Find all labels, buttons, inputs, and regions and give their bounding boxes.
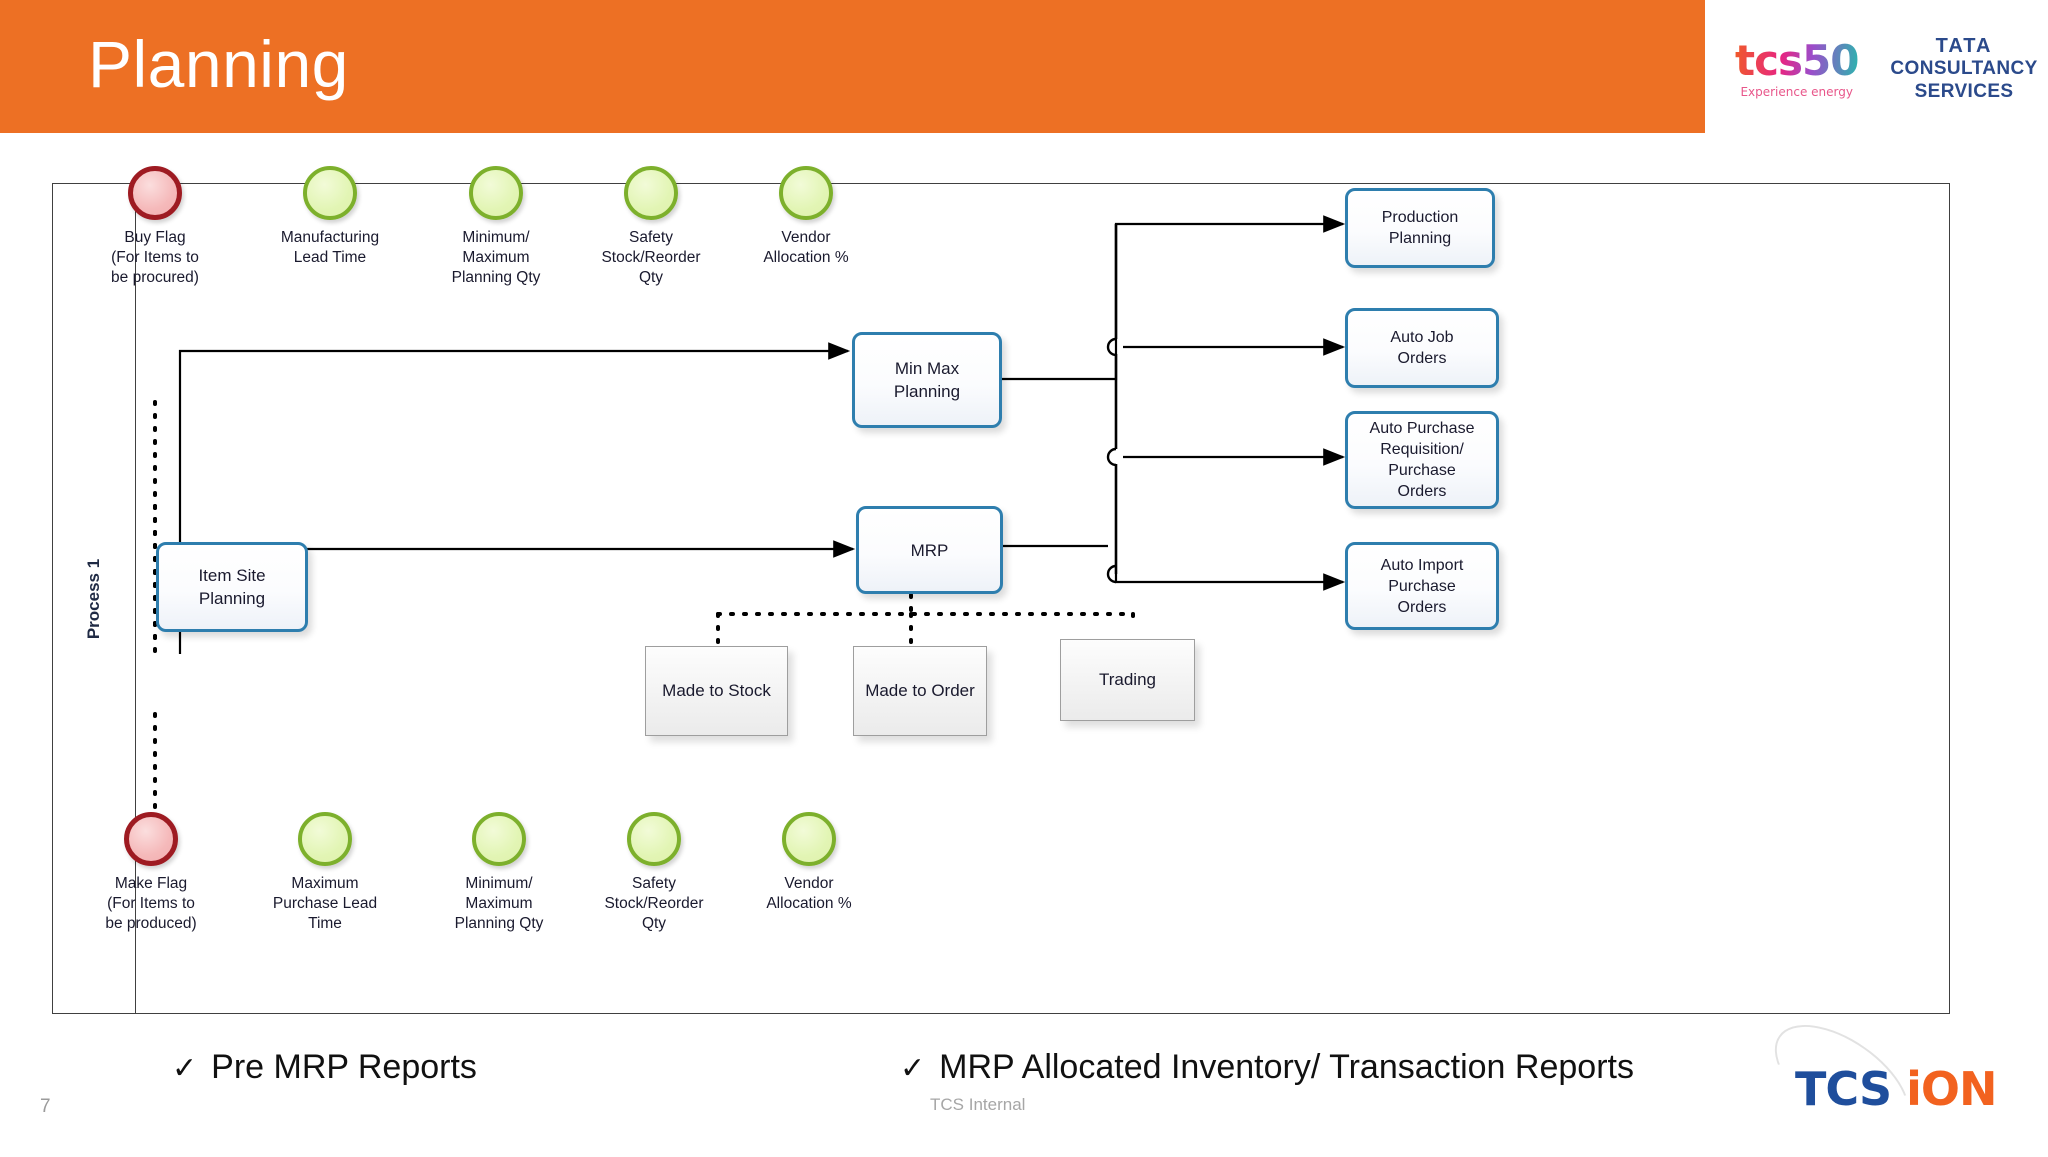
attribute-label: Safety Stock/Reorder Qty [601, 229, 701, 286]
footer-bullet-mrp-allocated-inventory: ✓ MRP Allocated Inventory/ Transaction R… [900, 1050, 1634, 1084]
attribute-node-safety-stock-bottom[interactable]: Safety Stock/Reorder Qty [579, 812, 729, 934]
mode-box-made-to-stock[interactable]: Made to Stock [645, 646, 788, 736]
status-circle-green [298, 812, 352, 866]
status-circle-green [469, 166, 523, 220]
page-title: Planning [88, 27, 349, 101]
attribute-node-vendor-allocation-bottom[interactable]: Vendor Allocation % [734, 812, 884, 914]
output-box-production-planning[interactable]: Production Planning [1345, 188, 1495, 268]
process-box-mrp[interactable]: MRP [856, 506, 1003, 594]
tcs50-wordmark: tcs50 [1735, 36, 1859, 85]
check-icon: ✓ [172, 1052, 198, 1085]
mode-box-trading[interactable]: Trading [1060, 639, 1195, 721]
classification-label: TCS Internal [930, 1095, 1026, 1114]
output-box-auto-import-purchase-orders[interactable]: Auto Import Purchase Orders [1345, 542, 1499, 630]
attribute-label: Minimum/ Maximum Planning Qty [454, 875, 544, 932]
tata-consultancy-services-logo: TATA CONSULTANCY SERVICES [1890, 35, 2037, 103]
attribute-node-maximum-purchase-lead-time[interactable]: Maximum Purchase Lead Time [250, 812, 400, 934]
status-circle-green [472, 812, 526, 866]
status-circle-green [303, 166, 357, 220]
header-bar [0, 0, 1705, 133]
status-circle-green [624, 166, 678, 220]
swimlane-header: Process 1 [53, 184, 136, 1013]
bullet-label: MRP Allocated Inventory/ Transaction Rep… [939, 1048, 1634, 1086]
status-circle-green [782, 812, 836, 866]
tata-line-3: SERVICES [1914, 81, 2014, 102]
status-circle-green [779, 166, 833, 220]
tcs-corporate-logo: tcs50 Experience energy TATA CONSULTANCY… [1735, 26, 2037, 112]
attribute-node-safety-stock-top[interactable]: Safety Stock/Reorder Qty [576, 166, 726, 288]
footer-bullet-pre-mrp-reports: ✓ Pre MRP Reports [172, 1050, 477, 1084]
attribute-label: Vendor Allocation % [763, 229, 849, 266]
attribute-label: Manufacturing Lead Time [280, 229, 380, 266]
attribute-node-vendor-allocation-top[interactable]: Vendor Allocation % [731, 166, 881, 268]
tata-line-2: CONSULTANCY [1890, 58, 2038, 79]
attribute-node-min-max-planning-qty-bottom[interactable]: Minimum/ Maximum Planning Qty [424, 812, 574, 934]
attribute-label: Vendor Allocation % [766, 875, 852, 912]
attribute-node-buy-flag[interactable]: Buy Flag (For Items to be procured) [80, 166, 230, 288]
attribute-label: Buy Flag (For Items to be procured) [111, 229, 199, 286]
ion-wordmark-tcs: TCS [1795, 1062, 1907, 1116]
attribute-label: Make Flag (For Items to be produced) [105, 875, 197, 932]
attribute-node-manufacturing-lead-time[interactable]: Manufacturing Lead Time [255, 166, 405, 268]
attribute-label: Minimum/ Maximum Planning Qty [451, 229, 541, 286]
attribute-node-make-flag[interactable]: Make Flag (For Items to be produced) [76, 812, 226, 934]
tcs-ion-logo: TCS iON [1755, 1003, 2015, 1157]
process-box-item-site-planning[interactable]: Item Site Planning [156, 542, 308, 632]
tcs50-logo: tcs50 Experience energy [1735, 36, 1859, 100]
attribute-node-min-max-planning-qty-top[interactable]: Minimum/ Maximum Planning Qty [421, 166, 571, 288]
process-box-min-max-planning[interactable]: Min Max Planning [852, 332, 1002, 428]
attribute-label: Maximum Purchase Lead Time [272, 875, 378, 932]
output-box-auto-purchase-requisition[interactable]: Auto Purchase Requisition/ Purchase Orde… [1345, 411, 1499, 509]
page-number: 7 [40, 1096, 51, 1117]
tata-line-1: TATA [1935, 35, 1993, 57]
process-diagram: Process 1 [52, 166, 1950, 1014]
ion-wordmark-ion: iON [1906, 1062, 1997, 1116]
attribute-label: Safety Stock/Reorder Qty [604, 875, 704, 932]
check-icon: ✓ [900, 1052, 926, 1085]
output-box-auto-job-orders[interactable]: Auto Job Orders [1345, 308, 1499, 388]
status-circle-green [627, 812, 681, 866]
tcs-ion-wordmark: TCS iON [1795, 1062, 1998, 1116]
status-circle-red [128, 166, 182, 220]
bullet-label: Pre MRP Reports [211, 1048, 477, 1086]
mode-box-made-to-order[interactable]: Made to Order [853, 646, 987, 736]
tcs50-tagline: Experience energy [1740, 85, 1853, 99]
status-circle-red [124, 812, 178, 866]
lane-label: Process 1 [84, 558, 103, 639]
